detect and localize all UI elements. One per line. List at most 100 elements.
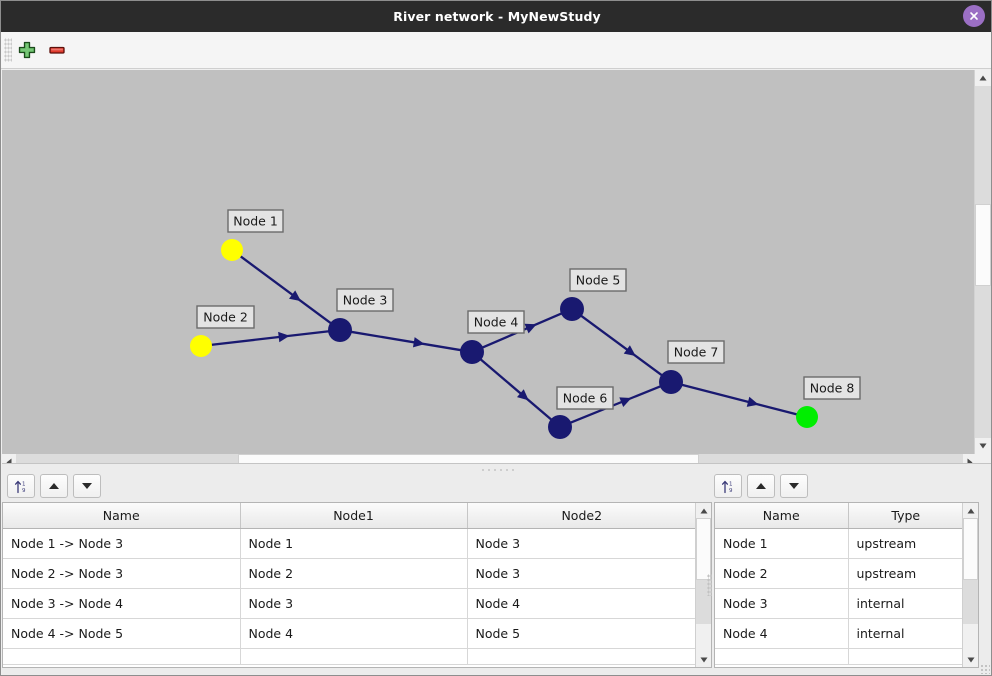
nodes-sort-button[interactable]: 1 9 <box>714 474 742 498</box>
graph-vertical-scrollbar[interactable] <box>974 70 991 454</box>
table-cell[interactable] <box>715 648 849 665</box>
branches-sort-button[interactable]: 1 9 <box>7 474 35 498</box>
branches-scroll-up-button[interactable] <box>696 503 711 518</box>
table-cell[interactable]: Node 3 -> Node 4 <box>3 588 241 619</box>
branches-vscroll-thumb[interactable] <box>696 518 711 580</box>
table-cell[interactable]: Node 3 <box>467 528 696 559</box>
node-label-n8[interactable]: Node 8 <box>803 376 861 400</box>
table-cell[interactable]: Node 2 <box>715 558 849 589</box>
node-label-n4[interactable]: Node 4 <box>467 310 525 334</box>
edge-n1-n3[interactable] <box>239 255 332 325</box>
branches-vscroll-track[interactable] <box>696 518 711 624</box>
table-cell[interactable]: Node 4 -> Node 5 <box>3 618 241 649</box>
table-cell[interactable]: Node 3 <box>715 588 849 619</box>
node-label-n1[interactable]: Node 1 <box>227 209 284 233</box>
column-header-node1[interactable]: Node1 <box>240 503 468 529</box>
table-cell[interactable]: Node 3 <box>467 558 696 589</box>
graph-vscroll-track[interactable] <box>975 86 991 438</box>
table-cell[interactable]: Node 3 <box>240 588 468 619</box>
tables-splitter-grip[interactable] <box>707 574 712 596</box>
table-cell[interactable]: Node 1 -> Node 3 <box>3 528 241 559</box>
table-cell[interactable]: Node 1 <box>715 528 849 559</box>
edge-n5-n7[interactable] <box>580 314 663 377</box>
branches-vertical-scrollbar[interactable] <box>695 503 711 667</box>
edge-n3-n4[interactable] <box>350 330 462 352</box>
nodes-move-down-button[interactable] <box>780 474 808 498</box>
branches-move-down-button[interactable] <box>73 474 101 498</box>
window-resize-grip[interactable] <box>980 664 990 674</box>
nodes-scroll-down-button[interactable] <box>963 652 978 667</box>
edge-n7-n8[interactable] <box>681 383 798 416</box>
table-cell[interactable]: internal <box>848 588 963 619</box>
graph-node-n7[interactable] <box>659 370 683 394</box>
column-header-type[interactable]: Type <box>848 503 963 529</box>
caret-down-icon <box>700 657 707 662</box>
edge-n4-n6[interactable] <box>479 358 553 421</box>
table-cell[interactable] <box>467 648 696 665</box>
edge-arrow-n1-n3 <box>289 290 301 302</box>
node-label-n7[interactable]: Node 7 <box>667 340 725 364</box>
table-cell[interactable]: Node 4 <box>467 588 696 619</box>
nodes-toolbar: 1 9 <box>714 474 808 498</box>
graph-scroll-down-button[interactable] <box>975 438 991 454</box>
nodes-vscroll-track[interactable] <box>963 518 978 624</box>
graph-node-n2[interactable] <box>190 335 212 357</box>
column-header-name[interactable]: Name <box>715 503 849 529</box>
table-cell[interactable]: Node 2 <box>240 558 468 589</box>
nodes-scroll-up-button[interactable] <box>963 503 978 518</box>
caret-down-icon <box>967 657 974 662</box>
nodes-move-up-button[interactable] <box>747 474 775 498</box>
graph-node-n5[interactable] <box>560 297 584 321</box>
graph-node-n4[interactable] <box>460 340 484 364</box>
table-cell[interactable] <box>240 648 468 665</box>
table-cell[interactable]: Node 1 <box>240 528 468 559</box>
toolbar-drag-handle[interactable] <box>4 38 12 62</box>
graph-vscroll-thumb[interactable] <box>975 204 991 286</box>
graph-node-n1[interactable] <box>221 239 243 261</box>
caret-up-icon <box>967 508 974 513</box>
table-cell[interactable]: upstream <box>848 528 963 559</box>
table-cell[interactable]: Node 4 <box>715 618 849 649</box>
table-row-empty[interactable] <box>715 648 963 665</box>
table-cell[interactable]: internal <box>848 618 963 649</box>
node-label-n6[interactable]: Node 6 <box>556 386 614 410</box>
edge-n2-n3[interactable] <box>210 330 330 346</box>
column-header-name[interactable]: Name <box>3 503 241 529</box>
table-cell[interactable]: upstream <box>848 558 963 589</box>
nodes-vertical-scrollbar[interactable] <box>962 503 978 667</box>
node-label-n5[interactable]: Node 5 <box>569 268 627 292</box>
table-cell[interactable]: Node 2 -> Node 3 <box>3 558 241 589</box>
table-cell[interactable]: Node 4 <box>240 618 468 649</box>
node-label-n2[interactable]: Node 2 <box>196 305 255 329</box>
remove-node-button[interactable] <box>42 35 72 65</box>
edge-n6-n7[interactable] <box>569 385 662 424</box>
table-row-empty[interactable] <box>3 648 696 665</box>
graph-node-n8[interactable] <box>796 406 818 428</box>
pane-splitter[interactable] <box>2 463 991 474</box>
close-button[interactable] <box>963 5 985 27</box>
node-label-n3[interactable]: Node 3 <box>336 288 394 312</box>
table-cell[interactable]: Node 5 <box>467 618 696 649</box>
nodes-vscroll-thumb[interactable] <box>963 518 978 580</box>
graph-node-n6[interactable] <box>548 415 572 439</box>
graph-node-n3[interactable] <box>328 318 352 342</box>
table-cell[interactable] <box>848 648 963 665</box>
table-cell[interactable] <box>3 648 241 665</box>
column-header-node2[interactable]: Node2 <box>467 503 696 529</box>
graph-scroll-up-button[interactable] <box>975 70 991 86</box>
add-node-button[interactable] <box>12 35 42 65</box>
river-network-canvas[interactable]: Node 1 Node 2 Node 3 Node 4 Node 5 Node 6 Node… <box>2 70 991 454</box>
branches-scroll-down-button[interactable] <box>696 652 711 667</box>
branches-move-up-button[interactable] <box>40 474 68 498</box>
